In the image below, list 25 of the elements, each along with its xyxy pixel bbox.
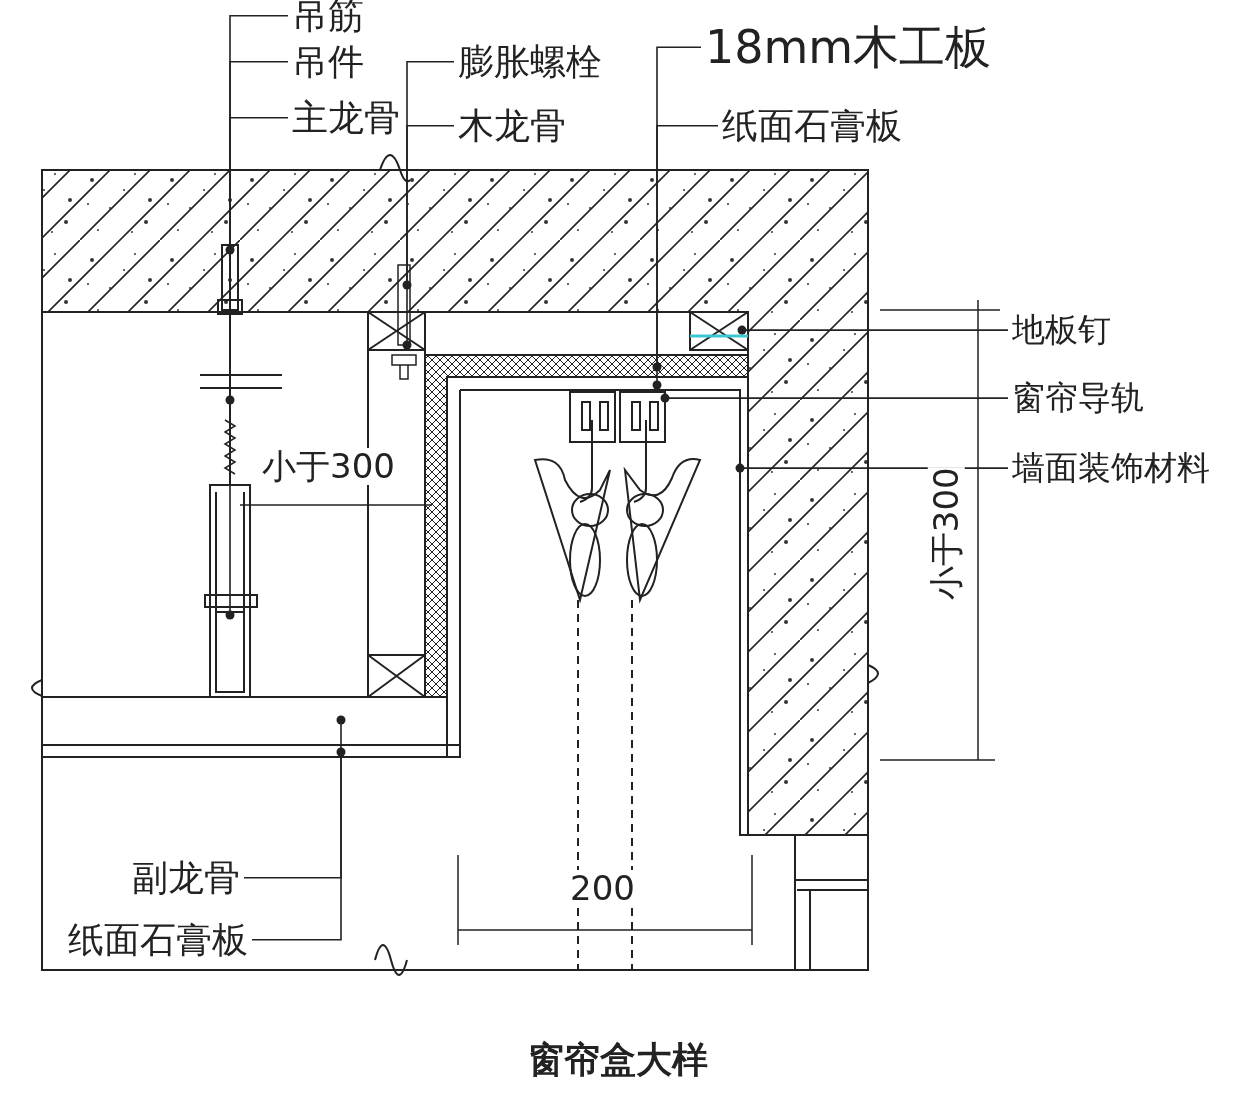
leader-line <box>737 325 1009 335</box>
dimension-label: 小于300 <box>927 467 966 601</box>
leader-line <box>251 747 346 941</box>
drawing-title: 窗帘盒大样 <box>527 1040 709 1080</box>
leader-line <box>402 61 455 290</box>
part-label: 吊件 <box>292 42 364 82</box>
leader-line <box>225 61 289 405</box>
part-label: 纸面石膏板 <box>68 920 248 960</box>
part-label: 膨胀螺栓 <box>458 42 602 82</box>
leader-line <box>652 46 702 372</box>
leader-line <box>402 125 455 350</box>
part-label: 主龙骨 <box>292 98 400 138</box>
part-label: 18mm木工板 <box>705 22 992 73</box>
dimension-label: 小于300 <box>262 448 395 486</box>
part-label: 副龙骨 <box>132 858 240 898</box>
leader-line <box>243 715 346 879</box>
part-label: 地板钉 <box>1012 312 1111 349</box>
part-label: 纸面石膏板 <box>722 106 902 146</box>
leader-line <box>225 117 289 620</box>
part-label: 木龙骨 <box>458 106 566 146</box>
part-label: 窗帘导轨 <box>1012 380 1144 417</box>
leader-line <box>652 125 719 390</box>
leader-line <box>660 393 1009 403</box>
part-label: 墙面装饰材料 <box>1012 450 1210 487</box>
leader-line <box>225 15 289 255</box>
